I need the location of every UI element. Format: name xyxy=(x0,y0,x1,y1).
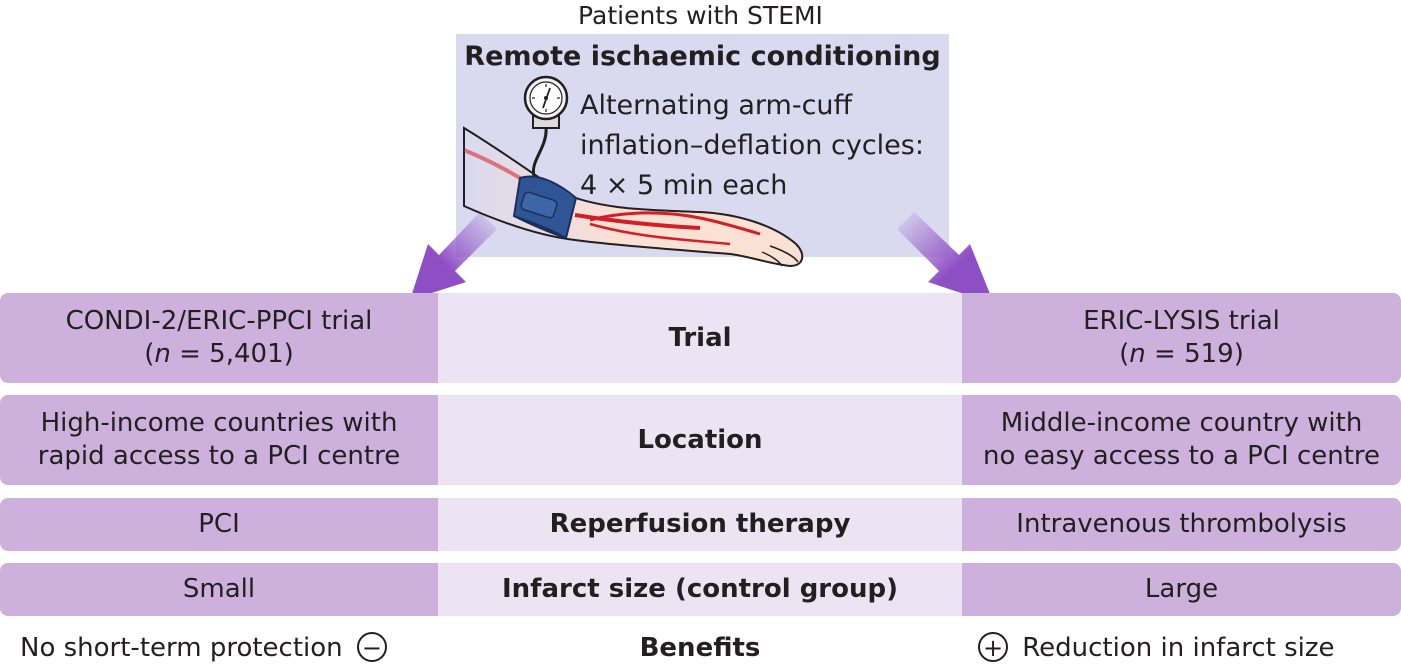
location-left-cell: High-income countries with rapid access … xyxy=(0,395,438,485)
infarct-left: Small xyxy=(182,574,256,604)
trial-left-cell: CONDI-2/ERIC-PPCI trial (n = 5,401) xyxy=(0,293,438,383)
infarct-left-cell: Small xyxy=(0,563,438,616)
infarct-right-cell: Large xyxy=(962,563,1401,616)
description-line-1: Alternating arm-cuff xyxy=(580,90,853,121)
row-infarct-size: Small Infarct size (control group) Large xyxy=(0,563,1401,616)
arrow-right-icon xyxy=(897,212,994,304)
trial-right-n: (n = 519) xyxy=(1119,339,1244,369)
location-label-cell: Location xyxy=(438,395,962,485)
reperfusion-right-cell: Intravenous thrombolysis xyxy=(962,498,1401,551)
trial-left-n-value: = 5,401 xyxy=(170,339,284,369)
infarct-label-cell: Infarct size (control group) xyxy=(438,563,962,616)
trial-label-cell: Trial xyxy=(438,293,962,383)
benefit-right-text: Reduction in infarct size xyxy=(1022,633,1335,663)
minus-icon: − xyxy=(356,631,387,662)
infarct-right: Large xyxy=(1144,574,1219,604)
arrow-left-icon xyxy=(410,212,497,300)
trial-right-cell: ERIC-LYSIS trial (n = 519) xyxy=(962,293,1401,383)
benefit-label: Benefits xyxy=(639,633,761,663)
location-left-line-1: High-income countries with xyxy=(40,408,398,438)
reperfusion-label: Reperfusion therapy xyxy=(549,509,851,539)
pressure-gauge-icon xyxy=(523,75,569,129)
location-label: Location xyxy=(637,424,763,455)
reperfusion-right: Intravenous thrombolysis xyxy=(1016,509,1347,539)
benefit-right: + Reduction in infarct size xyxy=(972,628,1392,668)
intervention-description: Alternating arm-cuff inflation–deflation… xyxy=(580,86,950,206)
infarct-label: Infarct size (control group) xyxy=(501,574,898,604)
reperfusion-label-cell: Reperfusion therapy xyxy=(438,498,962,551)
trial-left-n: (n = 5,401) xyxy=(144,339,294,369)
trial-right-n-label: n xyxy=(1129,339,1146,369)
reperfusion-left-cell: PCI xyxy=(0,498,438,551)
location-right-line-2: no easy access to a PCI centre xyxy=(982,441,1381,471)
benefit-left-text: No short-term protection xyxy=(20,633,343,663)
intervention-title: Remote ischaemic conditioning xyxy=(464,41,941,72)
row-trial: CONDI-2/ERIC-PPCI trial (n = 5,401) Tria… xyxy=(0,293,1401,383)
location-right-line-1: Middle-income country with xyxy=(1000,408,1363,438)
trial-left-name: CONDI-2/ERIC-PPCI trial xyxy=(65,306,373,336)
row-location: High-income countries with rapid access … xyxy=(0,395,1401,485)
diagram-header: Patients with STEMI xyxy=(578,1,823,30)
location-left-line-2: rapid access to a PCI centre xyxy=(37,441,401,471)
trial-label: Trial xyxy=(668,322,732,353)
description-line-3: 4 × 5 min each xyxy=(580,170,788,201)
trial-right-n-value: = 519 xyxy=(1145,339,1234,369)
trial-left-n-label: n xyxy=(154,339,171,369)
trial-right-name: ERIC-LYSIS trial xyxy=(1083,306,1280,336)
location-right-cell: Middle-income country with no easy acces… xyxy=(962,395,1401,485)
plus-icon: + xyxy=(978,631,1008,662)
description-line-2: inflation–deflation cycles: xyxy=(580,130,924,161)
row-reperfusion: PCI Reperfusion therapy Intravenous thro… xyxy=(0,498,1401,551)
benefit-left: No short-term protection − xyxy=(20,628,420,668)
arm-with-cuff-icon xyxy=(463,125,804,268)
reperfusion-left: PCI xyxy=(198,509,240,539)
